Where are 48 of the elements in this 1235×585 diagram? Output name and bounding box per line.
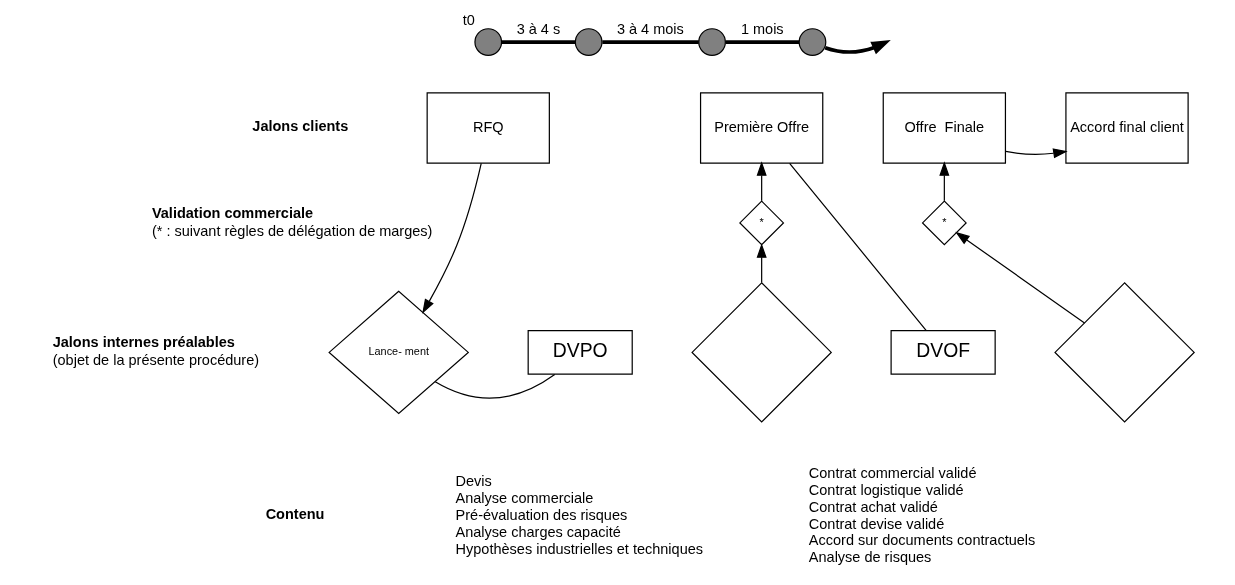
label: Hypothèses industrielles et techniques [455,540,703,557]
connector [601,40,699,44]
label: Contenu [265,505,324,522]
label: Pré-évaluation des risques [455,507,627,524]
label: Analyse charges capacité [455,524,621,540]
edge-label: 1 mois [740,21,784,38]
label: (objet de la présente procédure) [52,352,259,369]
node-diamond: * [738,200,784,246]
arrow [421,162,482,314]
node-box: DVPO [527,330,633,375]
arrow [756,161,767,202]
node-box: DVOF [890,330,996,375]
arrow [954,231,1085,324]
edge-label: 3 à 4 s [516,21,560,38]
label: Analyse de risques [808,549,931,566]
node-box: RFQ [426,92,550,164]
label: Validation commerciale [151,204,313,221]
node-diamond: Lance- ment [327,290,469,415]
connector [434,373,555,399]
arrow [1004,148,1068,159]
label: Contrat achat validé [808,498,938,515]
node-label: t0 [462,11,475,28]
node-diamond [1053,281,1195,423]
label: Analyse commerciale [455,490,593,507]
node-box: Première Offre [699,92,823,164]
label: Jalons internes préalables [52,334,235,351]
node-diamond: * [921,200,967,246]
edge-label: 3 à 4 mois [616,21,684,38]
connector [501,40,575,44]
node-circle [473,28,502,56]
label: Accord sur documents contractuels [808,532,1035,549]
node-circle [697,28,726,56]
label: Jalons clients [251,118,348,135]
arrow [938,161,949,202]
arrow [824,40,891,55]
connector [725,40,799,44]
label: Contrat devise validé [808,515,944,532]
label: Contrat commercial validé [808,464,976,481]
label: Contrat logistique validé [808,481,964,498]
node-box: Offre Finale [882,92,1006,164]
arrow [756,243,767,283]
node-circle [798,28,826,56]
node-diamond [690,281,832,423]
label: (* : suivant règles de délégation de marges) [151,222,432,239]
connector [788,162,927,332]
label: Devis [455,473,492,490]
node-circle [574,28,603,56]
node-box: Accord final client [1064,92,1189,164]
